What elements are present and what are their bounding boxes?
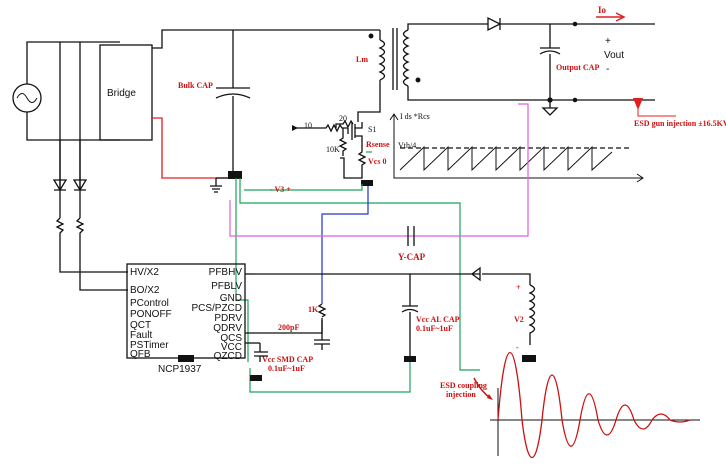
vcc-rail	[254, 266, 531, 362]
ic-name-label: NCP1937	[158, 364, 202, 375]
ac-source	[12, 83, 42, 113]
r1k-label: 1K	[308, 305, 319, 314]
pin-vcc: VCC	[221, 342, 242, 353]
vcc-smd-label: Vcc SMD CAP	[262, 355, 313, 364]
r20-label: 20	[339, 114, 347, 123]
vcc-smd-value: 0.1uF~1uF	[268, 364, 305, 373]
bulk-cap-label: Bulk CAP	[178, 81, 213, 90]
pin-pstimer: PSTimer	[130, 340, 169, 351]
bridge-label: Bridge	[107, 88, 136, 99]
red-return-wire	[152, 117, 233, 179]
lm-label: Lm	[356, 55, 368, 64]
pin-pcontrol: PControl	[130, 298, 169, 309]
ic-right-pins: PFBHV PFBLV GND PCS/PZCD PDRV QDRV QCS V…	[191, 267, 242, 362]
s1-label: S1	[368, 125, 376, 134]
v2-label: V2	[514, 315, 524, 324]
ringing-waveform	[490, 351, 700, 458]
pin-qzcd: QZCD	[214, 351, 242, 362]
pin-qfb: QFB	[130, 349, 151, 360]
vout-minus: -	[606, 64, 609, 75]
secondary-side	[407, 16, 655, 116]
pin-pcs-pzcd: PCS/PZCD	[191, 303, 242, 314]
current-sense-waveform	[389, 113, 644, 183]
pin-qdrv: QDRV	[213, 323, 242, 334]
vcc-al-label: Vcc AL CAP	[416, 315, 460, 324]
ic-left-pins: HV/X2 BO/X2 PControl PONOFF QCT Fault PS…	[130, 267, 172, 360]
pin-gnd: GND	[220, 293, 242, 304]
ycap-label: Y-CAP	[398, 252, 426, 262]
c200p-label: 200pF	[278, 323, 299, 332]
vout-plus: +	[605, 36, 611, 47]
ground-node	[228, 171, 242, 179]
vcs-label: Vcs 0	[368, 157, 386, 166]
pin-qcs: QCS	[220, 333, 242, 344]
bulk-capacitor	[215, 87, 251, 172]
ic-output-wiring	[245, 273, 330, 350]
io-label: Io	[598, 5, 607, 15]
pin-pdrv: PDRV	[214, 313, 242, 324]
y-capacitor	[407, 226, 415, 246]
blue-sense-wire	[321, 186, 369, 304]
vth-label: Vth/4	[398, 141, 416, 150]
v3-label: - V3 +	[270, 185, 291, 194]
esd-gun-arrow	[633, 98, 643, 110]
output-terminal-dots	[572, 21, 578, 103]
pin-qct: QCT	[130, 320, 151, 331]
pin-hv-x2: HV/X2	[130, 267, 159, 278]
vcc-al-value: 0.1uF~1uF	[416, 324, 453, 333]
r10k-label: 10K	[326, 145, 340, 154]
r10-label: 10	[304, 121, 312, 130]
rsense-label: Rsense	[366, 140, 390, 149]
esd-coupling-label-1: ESD coupling	[440, 381, 487, 390]
hv-bus	[152, 29, 381, 88]
diodes-input	[52, 179, 128, 291]
ids-rcs-label: I ds *Rcs	[400, 112, 430, 121]
input-wiring	[26, 41, 120, 190]
v2-minus: -	[516, 343, 519, 352]
esd-coupling-label-2: injection	[446, 390, 476, 399]
io-arrow	[596, 12, 626, 22]
pin-bo-x2: BO/X2	[130, 285, 160, 296]
bridge-rectifier	[99, 44, 153, 141]
v2-plus: +	[516, 283, 521, 292]
esd-gun-label: ESD gun injection ±16.5KV	[634, 119, 726, 128]
transformer	[357, 28, 421, 122]
pin-pfblv: PFBLV	[211, 281, 242, 292]
pin-pfbhv: PFBHV	[209, 267, 243, 278]
vout-label: Vout	[604, 50, 624, 61]
aux-winding	[528, 284, 536, 345]
output-cap-label: Output CAP	[556, 63, 599, 72]
pin-ponoff: PONOFF	[130, 309, 172, 320]
magenta-esd-path	[229, 103, 529, 237]
green-ground-wires	[235, 178, 480, 393]
source-node	[361, 180, 373, 186]
primary-switch	[316, 119, 367, 179]
pin-fault: Fault	[130, 330, 152, 341]
